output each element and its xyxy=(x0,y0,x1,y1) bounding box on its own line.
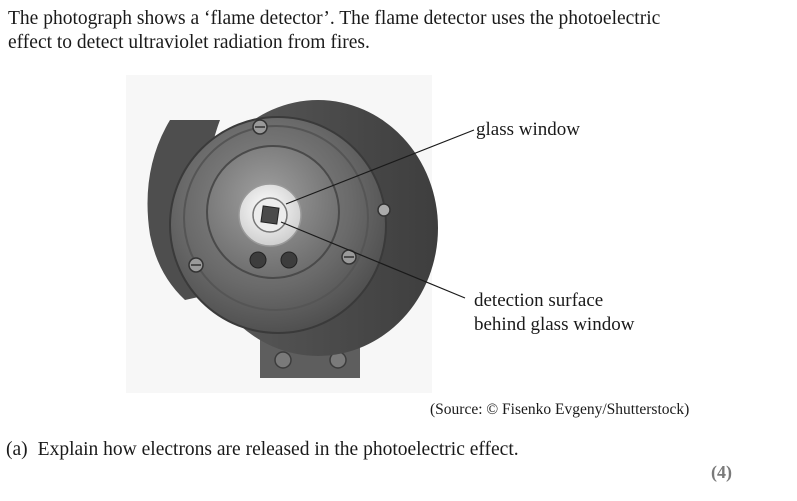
intro-text: The photograph shows a ‘flame detector’.… xyxy=(8,7,748,55)
label-detection-line-2: behind glass window xyxy=(474,314,635,335)
indicator-left xyxy=(249,251,267,269)
question-text: Explain how electrons are released in th… xyxy=(37,439,519,460)
housing-screws xyxy=(188,119,391,273)
question-marks: (4) xyxy=(711,462,732,482)
label-detection-line-1: detection surface xyxy=(474,290,604,311)
image-source-credit: (Source: © Fisenko Evgeny/Shutterstock) xyxy=(430,401,690,418)
question-number: (a) xyxy=(6,439,28,460)
intro-line-2: effect to detect ultraviolet radiation f… xyxy=(8,32,370,53)
bracket-screw-left xyxy=(274,351,292,369)
question-a: (a) Explain how electrons are released in… xyxy=(6,439,519,461)
pointer-detection-surface xyxy=(280,221,466,299)
label-glass-window: glass window xyxy=(476,119,580,140)
pointer-glass-window xyxy=(285,129,475,205)
detection-surface xyxy=(260,205,280,225)
intro-line-1: The photograph shows a ‘flame detector’.… xyxy=(8,8,661,29)
indicator-right xyxy=(280,251,298,269)
front-ring xyxy=(183,125,369,311)
label-detection-surface: detection surface behind glass window xyxy=(474,289,634,337)
